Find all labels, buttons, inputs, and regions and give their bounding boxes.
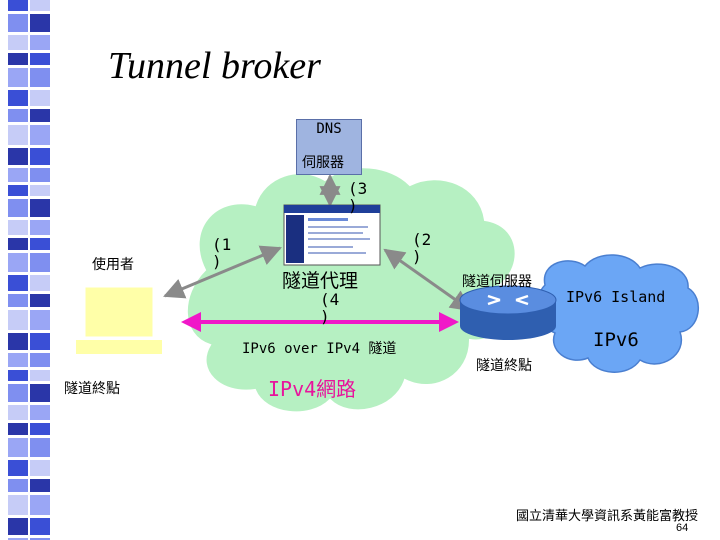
stripe-square <box>30 405 50 420</box>
stripe-square <box>8 220 28 235</box>
stripe-square <box>30 460 50 476</box>
tunnel-label: IPv6 over IPv4 隧道 <box>242 341 397 357</box>
stripe-square <box>8 253 28 272</box>
stripe-square <box>8 53 28 65</box>
stripe-square <box>8 353 28 367</box>
stripe-square <box>30 53 50 65</box>
dns-server-label: 伺服器 <box>302 155 344 171</box>
stripe-square <box>30 275 50 291</box>
stripe-square <box>30 294 50 307</box>
stripe-square <box>8 148 28 165</box>
endpoint-left-label: 隧道終點 <box>64 381 120 397</box>
page-number: 64 <box>676 522 689 534</box>
stripe-square <box>8 0 28 11</box>
stripe-square <box>30 253 50 272</box>
stripe-square <box>30 238 50 250</box>
stripe-square <box>8 460 28 476</box>
stripe-square <box>8 90 28 106</box>
stripe-square <box>30 370 50 381</box>
arrow-step-2 <box>383 248 472 312</box>
stripe-square <box>8 294 28 307</box>
arrow-step-1 <box>163 245 282 299</box>
stripe-square <box>8 125 28 145</box>
stripe-square <box>8 384 28 402</box>
stripe-square <box>8 518 28 535</box>
stripe-square <box>30 199 50 217</box>
stripe-square <box>30 14 50 32</box>
endpoint-right-label: 隧道終點 <box>476 358 532 374</box>
step-1-label: (1) <box>212 235 232 271</box>
stripe-square <box>30 109 50 122</box>
stripe-square <box>8 109 28 122</box>
stripe-square <box>30 495 50 515</box>
stripe-square <box>8 310 28 330</box>
user-label: 使用者 <box>92 257 134 273</box>
stripe-square <box>30 125 50 145</box>
user-computer-icon <box>76 287 162 354</box>
stripe-square <box>30 35 50 50</box>
stripe-square <box>8 275 28 291</box>
stripe-square <box>30 479 50 492</box>
ipv4-network-label: IPv4網路 <box>268 377 357 401</box>
stripe-square <box>8 35 28 50</box>
stripe-square <box>8 438 28 457</box>
stripe-square <box>30 384 50 402</box>
stripe-square <box>8 185 28 196</box>
stripe-square <box>30 310 50 330</box>
stripe-square <box>30 423 50 435</box>
stripe-square <box>30 220 50 235</box>
stripe-square <box>8 538 28 540</box>
stripe-square <box>8 14 28 32</box>
ipv6-island-label: IPv6 Island <box>566 288 666 306</box>
step-2-label: (2) <box>412 230 432 266</box>
ipv6-label: IPv6 <box>593 329 639 351</box>
tunnel-server-label: 隧道伺服器 <box>462 274 532 290</box>
stripe-square <box>8 479 28 492</box>
stripe-square <box>8 405 28 420</box>
stripe-square <box>8 423 28 435</box>
stripe-square <box>30 185 50 196</box>
stripe-square <box>30 353 50 367</box>
stripe-square <box>30 168 50 182</box>
tunnel-proxy-label: 隧道代理 <box>282 270 359 292</box>
decorative-stripe <box>8 0 50 540</box>
stripe-square <box>8 68 28 87</box>
stripe-square <box>8 199 28 217</box>
dns-label: DNS <box>316 121 342 137</box>
router-icon <box>459 285 557 340</box>
tunnel-proxy-screen-icon <box>283 204 381 266</box>
stripe-square <box>8 370 28 381</box>
step-4-label: (4) <box>320 290 340 326</box>
footer-organization: 國立清華大學資訊系黃能富教授 <box>516 509 699 524</box>
stripe-square <box>30 538 50 540</box>
step-3-label: (3) <box>348 179 368 215</box>
dns-server-box <box>296 119 362 175</box>
stripe-square <box>30 333 50 350</box>
stripe-square <box>30 90 50 106</box>
ipv6-island-cloud <box>536 254 699 373</box>
stripe-square <box>8 333 28 350</box>
stripe-square <box>30 148 50 165</box>
stripe-square <box>30 438 50 457</box>
stripe-square <box>8 238 28 250</box>
stripe-square <box>8 168 28 182</box>
signal-arrows <box>163 173 472 312</box>
stripe-square <box>30 68 50 87</box>
stripe-square <box>30 0 50 11</box>
slide-title: Tunnel broker <box>108 45 321 87</box>
stripe-square <box>30 518 50 535</box>
stripe-square <box>8 495 28 515</box>
